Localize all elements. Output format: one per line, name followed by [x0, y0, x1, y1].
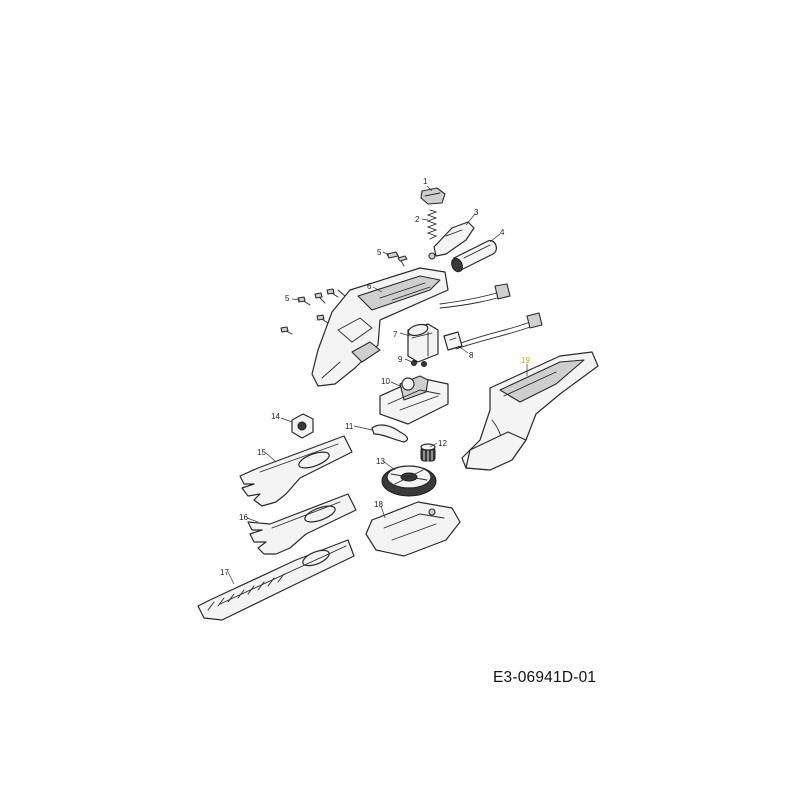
part-7-motor	[407, 323, 439, 363]
part-5-screws-left	[280, 288, 346, 335]
label-part-10: 10	[381, 377, 390, 386]
label-part-19: 19	[521, 356, 530, 365]
part-8-wiring-harness	[439, 283, 543, 351]
part-10-gearbox-housing	[379, 375, 449, 425]
label-part-6: 6	[367, 282, 372, 291]
part-5-screws-upper	[386, 251, 408, 267]
part-14-eccentric	[291, 413, 314, 439]
part-18-cover-plate	[365, 501, 461, 557]
part-9-pin	[411, 360, 427, 367]
part-6-housing-half	[311, 267, 449, 387]
part-3-lock-lever	[428, 221, 475, 260]
label-part-12: 12	[438, 439, 447, 448]
label-part-5b: 5	[285, 294, 290, 303]
part-15-grass-blade	[239, 435, 353, 507]
part-17-hedge-blade	[197, 539, 355, 621]
part-19-handle-housing	[461, 351, 599, 471]
label-part-16: 16	[239, 513, 248, 522]
part-1-latch-button	[420, 187, 446, 205]
label-part-2: 2	[415, 215, 420, 224]
label-part-4: 4	[500, 228, 505, 237]
label-part-9: 9	[398, 355, 403, 364]
label-part-7: 7	[393, 330, 398, 339]
label-part-18: 18	[374, 500, 383, 509]
label-part-1: 1	[423, 177, 428, 186]
part-11-spring-clip	[371, 424, 409, 443]
label-part-8: 8	[469, 351, 474, 360]
part-12-pinion	[420, 443, 436, 462]
drawing-code: E3-06941D-01	[493, 669, 597, 686]
label-part-14: 14	[271, 412, 280, 421]
label-part-5a: 5	[377, 248, 382, 257]
label-part-3: 3	[474, 208, 479, 217]
part-2-spring	[426, 209, 438, 240]
label-part-13: 13	[376, 457, 385, 466]
part-labels: 1 2 3 4 5 5 6 7 8 9 10 11 12 13 14 15 16…	[220, 177, 530, 577]
leader-lines	[227, 185, 528, 585]
label-part-17: 17	[220, 568, 229, 577]
part-16-blade	[247, 493, 357, 555]
label-part-11: 11	[345, 422, 354, 431]
part-13-main-gear	[381, 465, 437, 497]
label-part-15: 15	[257, 448, 266, 457]
part-4-cylinder	[451, 239, 497, 273]
